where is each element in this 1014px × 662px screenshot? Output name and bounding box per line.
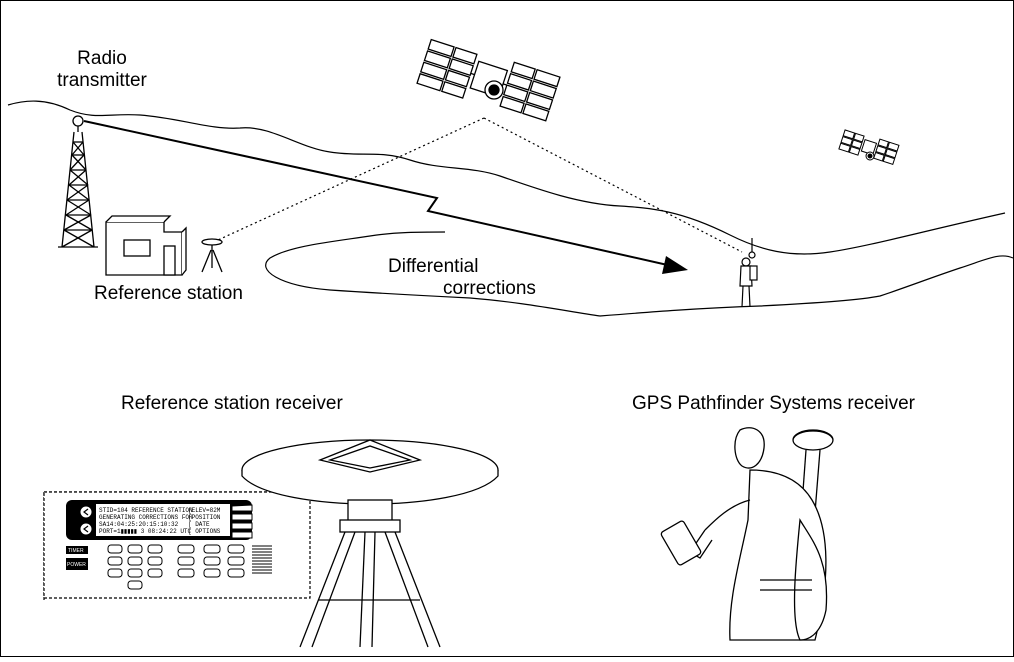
label-gps-pathfinder-receiver: GPS Pathfinder Systems receiver — [632, 393, 915, 414]
panel-scroll-up-button[interactable] — [79, 505, 93, 519]
terrain-lines — [7, 100, 1014, 317]
radio-link-arrow — [83, 120, 688, 274]
label-reference-station: Reference station — [94, 283, 243, 304]
rover-person-icon — [739, 238, 758, 308]
lcd-softkey-2: [POSITION — [188, 514, 221, 521]
reference-station-building-icon — [105, 215, 187, 276]
lcd-line-3: SA14:04:25:20:15:10:32 — [99, 521, 179, 528]
keypad-buttons[interactable] — [107, 544, 245, 590]
speaker-grille — [252, 545, 272, 574]
label-reference-station-receiver: Reference station receiver — [121, 393, 343, 414]
softkey-buttons[interactable] — [231, 504, 253, 539]
receiver-front-panel: STID=104 REFERENCE STATION GENERATING CO… — [43, 491, 311, 600]
label-differential-corrections-line: Differential — [388, 256, 479, 277]
power-button[interactable] — [66, 558, 88, 570]
front-ground-line — [599, 255, 1014, 317]
lcd-softkey-3: [ DATE — [188, 521, 210, 528]
satellite-small-icon — [838, 129, 900, 165]
lcd-line-1: STID=104 REFERENCE STATION — [99, 507, 193, 514]
valley-curve-line — [265, 231, 601, 317]
satellite-large-icon — [416, 38, 561, 122]
lcd-line-4: PORT=1▮▮▮▮▮ 3 08:24:22 UTC — [99, 528, 192, 535]
lcd-softkey-1: [ELEV=82M — [188, 507, 221, 514]
timer-label: TIMER — [68, 548, 84, 554]
satellite-signal-lines — [217, 117, 743, 253]
panel-scroll-down-button[interactable] — [79, 522, 93, 536]
label-differential-corrections-line: corrections — [443, 278, 536, 299]
reference-antenna-tripod-icon — [201, 238, 223, 273]
radio-tower-icon — [58, 115, 98, 248]
lcd-line-2: GENERATING CORRECTIONS FOR — [99, 514, 193, 521]
power-label: POWER — [67, 562, 86, 568]
timer-button[interactable] — [66, 546, 88, 554]
label-radio-transmitter: Radio transmitter — [57, 48, 147, 91]
pathfinder-user-icon — [660, 427, 834, 641]
back-hill-line — [7, 100, 1006, 255]
signal-to-rover — [483, 117, 743, 253]
choke-ring-antenna-tripod-icon — [241, 439, 499, 648]
lcd-softkey-4: [ OPTIONS — [188, 528, 221, 535]
